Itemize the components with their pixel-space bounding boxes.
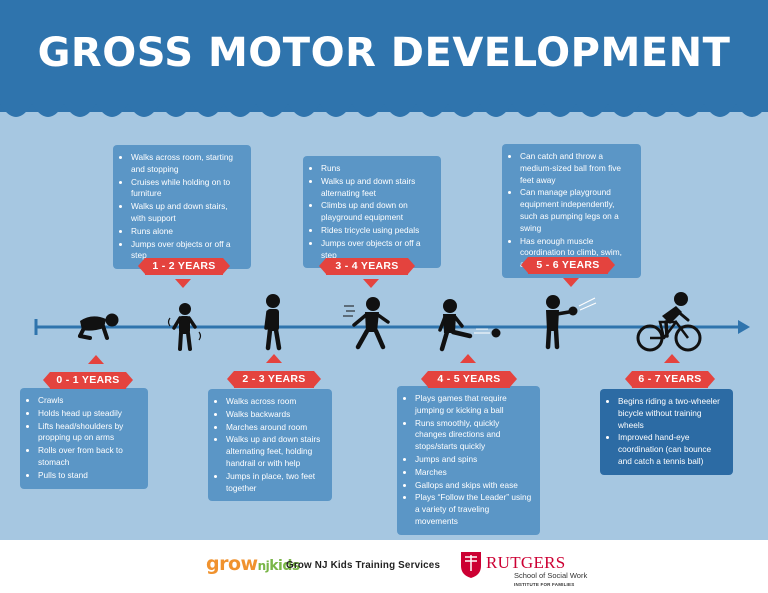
grow-nj-kids-logo: grownjkids [206,553,300,575]
stage-box-1: Walks across room, starting and stopping… [113,145,251,270]
rutgers-shield-icon [461,552,481,578]
milestone-item: Can catch and throw a medium-sized ball … [520,151,633,186]
milestone-item: Rolls over from back to stomach [38,445,140,469]
milestone-list: Can catch and throw a medium-sized ball … [510,151,633,271]
stage-box-4: Plays games that require jumping or kick… [397,386,540,535]
milestone-item: Jumps over objects or off a step [131,239,243,263]
age-ribbon: 0 - 1 YEARS [43,372,133,389]
milestone-list: Plays games that require jumping or kick… [405,393,532,528]
milestone-list: CrawlsHolds head up steadilyLifts head/s… [28,395,140,482]
rutgers-institute: INSTITUTE FOR FAMILIES [514,582,575,587]
milestone-item: Walks across room [226,396,324,408]
milestone-item: Walks up and down stairs, with support [131,201,243,225]
pointer-down-icon [563,278,579,287]
milestone-item: Lifts head/shoulders by propping up on a… [38,421,140,445]
stage-box-3: RunsWalks up and down stairs alternating… [303,156,441,269]
pointer-up-icon [664,354,680,363]
age-ribbon: 5 - 6 YEARS [521,257,615,274]
milestone-item: Climbs up and down on playground equipme… [321,200,433,224]
milestone-list: RunsWalks up and down stairs alternating… [311,163,433,261]
grow-nj-kids-services-text: Grow NJ Kids Training Services [286,560,441,571]
milestone-item: Marches around room [226,422,324,434]
milestone-item: Begins riding a two-wheeler bicycle with… [618,396,725,431]
milestone-item: Rides tricycle using pedals [321,225,433,237]
milestone-item: Plays “Follow the Leader” using a variet… [415,492,532,527]
stage-box-5: Can catch and throw a medium-sized ball … [502,144,641,278]
milestone-item: Improved hand-eye coordination (can boun… [618,432,725,467]
milestone-item: Holds head up steadily [38,408,140,420]
milestone-list: Walks across room, starting and stopping… [121,152,243,262]
milestone-item: Walks up and down stairs alternating fee… [226,434,324,469]
milestone-list: Walks across roomWalks backwardsMarches … [216,396,324,494]
milestone-item: Marches [415,467,532,479]
pointer-up-icon [88,355,104,364]
pointer-down-icon [175,279,191,288]
milestone-item: Jumps and spins [415,454,532,466]
age-ribbon: 4 - 5 YEARS [421,371,517,388]
pointer-up-icon [266,354,282,363]
stage-box-2: Walks across roomWalks backwardsMarches … [208,389,332,502]
milestone-item: Runs alone [131,226,243,238]
pointer-down-icon [363,279,379,288]
header-band [0,0,768,112]
milestone-item: Jumps in place, two feet together [226,471,324,495]
milestone-item: Gallops and skips with ease [415,480,532,492]
milestone-item: Jumps over objects or off a step [321,238,433,262]
age-ribbon: 1 - 2 YEARS [138,258,230,275]
milestone-list: Begins riding a two-wheeler bicycle with… [608,396,725,468]
age-ribbon: 3 - 4 YEARS [319,258,415,275]
stage-box-6: Begins riding a two-wheeler bicycle with… [600,389,733,475]
age-ribbon: 2 - 3 YEARS [227,371,321,388]
milestone-item: Walks across room, starting and stopping [131,152,243,176]
rutgers-name: RUTGERS [486,553,566,572]
footer [0,540,768,593]
logo-text-nj: nj [257,559,270,573]
page-title: GROSS MOTOR DEVELOPMENT [37,30,731,76]
milestone-item: Runs [321,163,433,175]
milestone-item: Walks backwards [226,409,324,421]
age-ribbon: 6 - 7 YEARS [625,371,715,388]
milestone-item: Crawls [38,395,140,407]
milestone-item: Walks up and down stairs alternating fee… [321,176,433,200]
stage-box-0: CrawlsHolds head up steadilyLifts head/s… [20,388,148,489]
milestone-item: Pulls to stand [38,470,140,482]
wave-border [0,104,768,117]
rutgers-school: School of Social Work [514,571,588,580]
pointer-up-icon [460,354,476,363]
logo-text-kids: kids [269,558,300,574]
milestone-item: Plays games that require jumping or kick… [415,393,532,417]
milestone-item: Cruises while holding on to furniture [131,177,243,201]
logo-text-grow: grow [206,553,258,575]
milestone-item: Can manage playground equipment independ… [520,187,633,234]
milestone-item: Runs smoothly, quickly changes direction… [415,418,532,453]
